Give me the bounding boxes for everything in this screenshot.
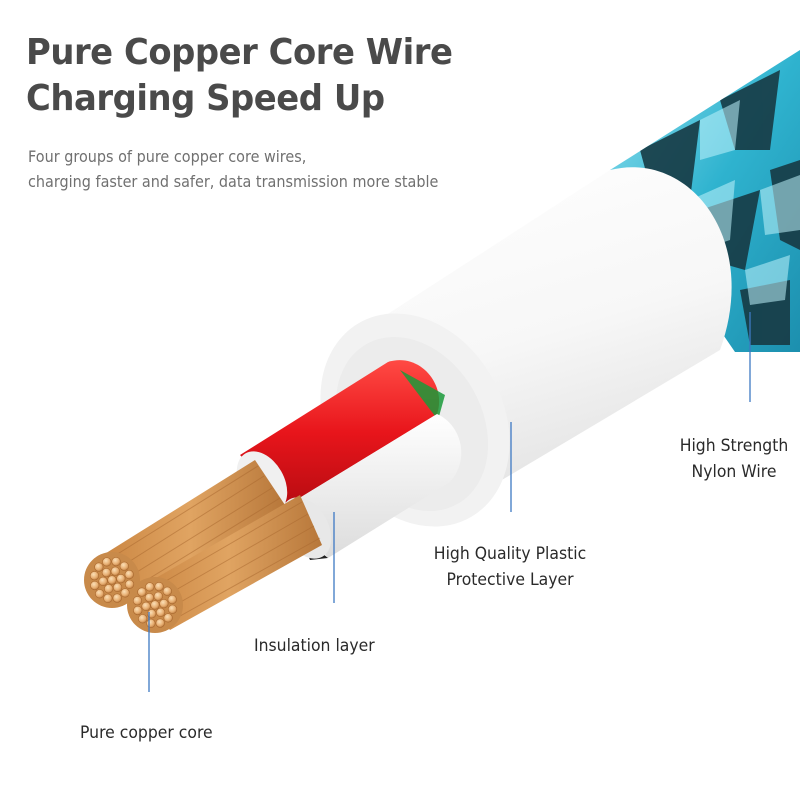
copper-strand: [137, 587, 147, 597]
label-insulation-layer: Insulation layer: [254, 633, 401, 659]
page-title: Pure Copper Core Wire Charging Speed Up: [26, 30, 453, 122]
copper-strand: [155, 607, 166, 618]
copper-strand: [124, 579, 135, 589]
copper-strand: [101, 567, 112, 578]
label-plastic-line-1: High Quality Plastic: [433, 544, 587, 564]
copper-strand: [103, 593, 113, 604]
label-nylon-line-2: Nylon Wire: [691, 462, 777, 482]
copper-strand: [150, 600, 160, 610]
copper-strand: [95, 589, 105, 599]
leader-lines: [148, 312, 751, 692]
copper-strand: [104, 584, 114, 594]
copper-strand: [124, 569, 134, 580]
label-nylon-line-1: High Strength: [679, 436, 789, 456]
copper-strand: [119, 561, 129, 571]
copper-strand: [145, 582, 155, 592]
label-copper-core: Pure copper core: [80, 720, 236, 746]
copper-strand: [138, 614, 148, 624]
copper-strand: [102, 557, 112, 567]
copper-strand: [107, 575, 117, 585]
copper-core-lower: [127, 495, 322, 633]
copper-strand: [120, 588, 130, 598]
copper-strand: [132, 596, 143, 606]
copper-strand: [159, 599, 169, 609]
copper-strand: [167, 594, 177, 605]
copper-strand: [144, 592, 155, 603]
copper-strand: [94, 562, 104, 572]
copper-strand: [98, 576, 108, 586]
copper-strand: [167, 604, 178, 614]
copper-strand: [162, 586, 172, 596]
copper-strand: [133, 605, 143, 616]
subtitle-line-2: charging faster and safer, data transmis…: [28, 172, 439, 191]
title-line-1: Pure Copper Core Wire: [26, 32, 453, 73]
label-plastic-layer: High Quality Plastic Protective Layer: [420, 541, 600, 593]
label-copper-text: Pure copper core: [80, 723, 213, 743]
copper-strand: [111, 556, 121, 567]
subtitle-line-1: Four groups of pure copper core wires,: [28, 147, 307, 166]
copper-strand: [112, 593, 122, 603]
page-subtitle: Four groups of pure copper core wires, c…: [28, 144, 438, 194]
label-plastic-line-2: Protective Layer: [446, 570, 574, 590]
copper-strand: [154, 581, 164, 592]
label-nylon-wire: High Strength Nylon Wire: [670, 433, 799, 485]
copper-strand: [110, 566, 120, 576]
copper-strand: [89, 571, 100, 581]
label-insulation-text: Insulation layer: [254, 636, 375, 656]
copper-strand: [112, 582, 123, 593]
copper-strand: [153, 591, 163, 601]
copper-core-upper: [84, 460, 285, 608]
copper-strand: [163, 613, 173, 623]
copper-strand: [116, 574, 126, 584]
copper-strand: [146, 618, 156, 629]
copper-strand: [141, 601, 151, 611]
title-line-2: Charging Speed Up: [26, 78, 385, 119]
copper-strand: [90, 580, 100, 591]
copper-strand: [155, 618, 165, 628]
